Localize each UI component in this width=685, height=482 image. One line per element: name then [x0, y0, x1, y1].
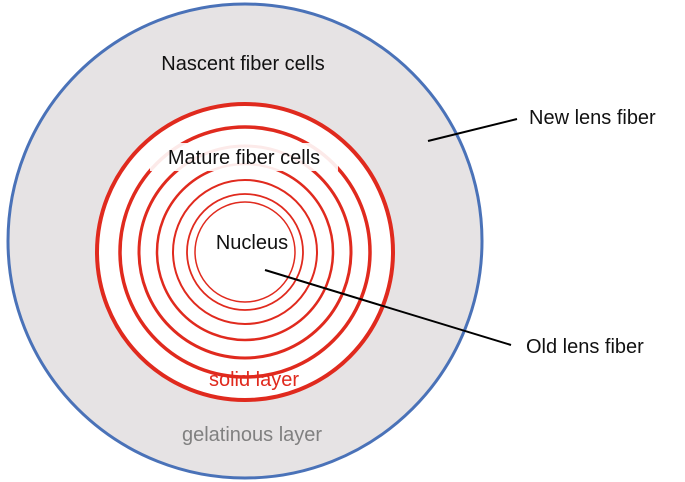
- gelatinous-layer-label: gelatinous layer: [182, 424, 322, 446]
- fiber-ring-5: [186, 193, 304, 311]
- fiber-ring-4: [172, 179, 318, 325]
- fiber-ring-1: [118, 125, 372, 379]
- new-fiber-leader-line: [427, 118, 518, 142]
- mature-fiber-cells-label: Mature fiber cells: [168, 147, 320, 169]
- nucleus-label: Nucleus: [216, 232, 288, 254]
- old-fiber-leader-line: [264, 269, 512, 346]
- new-lens-fiber-label: New lens fiber: [529, 107, 656, 129]
- nascent-fiber-cells-label: Nascent fiber cells: [161, 53, 324, 75]
- mature-label-background: [150, 143, 338, 171]
- old-lens-fiber-label: Old lens fiber: [526, 336, 644, 358]
- solid-layer-label: solid layer: [209, 369, 299, 391]
- nucleus-ring: [194, 201, 296, 303]
